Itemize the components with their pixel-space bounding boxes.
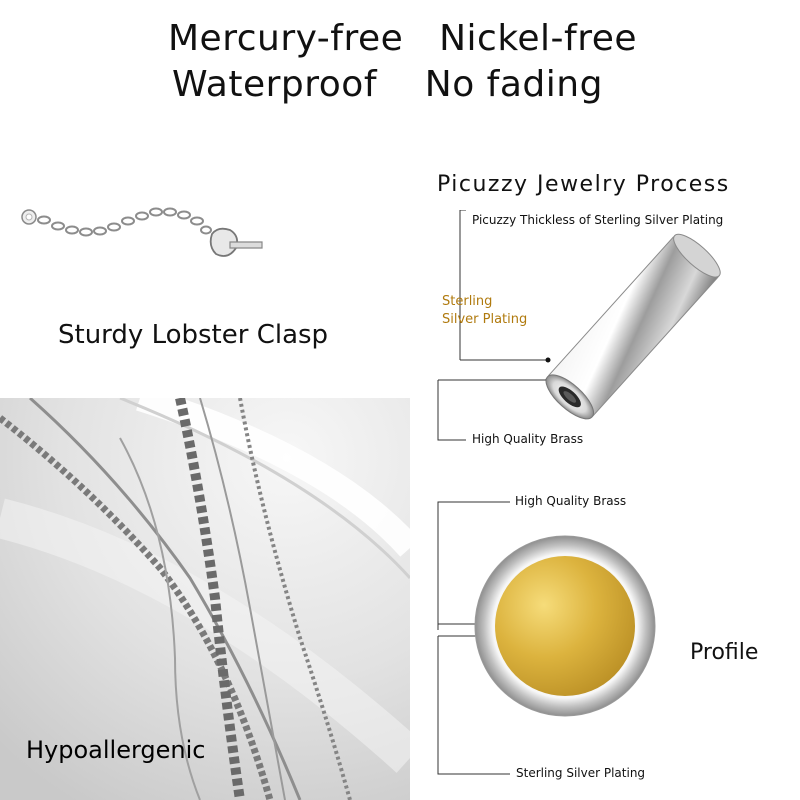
- cylinder-top-label: Picuzzy Thickless of Sterling Silver Pla…: [472, 213, 724, 227]
- process-title: Picuzzy Jewelry Process: [437, 172, 730, 197]
- header-line-1: Mercury-free Nickel-free: [168, 18, 638, 59]
- cylinder-gold-label-2: Silver Plating: [442, 312, 528, 327]
- disc-bottom-label: Sterling Silver Plating: [516, 766, 646, 780]
- cylinder-bottom-label: High Quality Brass: [472, 432, 584, 446]
- hypoallergenic-caption: Hypoallergenic: [26, 736, 206, 764]
- plated-cylinder-diagram: [437, 210, 721, 441]
- chains-photo: [0, 398, 410, 800]
- cylinder-gold-label-1: Sterling: [442, 294, 493, 309]
- profile-disc-diagram: [437, 501, 656, 775]
- clasp-caption: Sturdy Lobster Clasp: [58, 320, 329, 350]
- lobster-clasp-image: [0, 207, 410, 257]
- profile-label: Profile: [690, 640, 759, 665]
- header-line-2: Waterproof No fading: [172, 64, 603, 105]
- disc-top-label: High Quality Brass: [515, 494, 627, 508]
